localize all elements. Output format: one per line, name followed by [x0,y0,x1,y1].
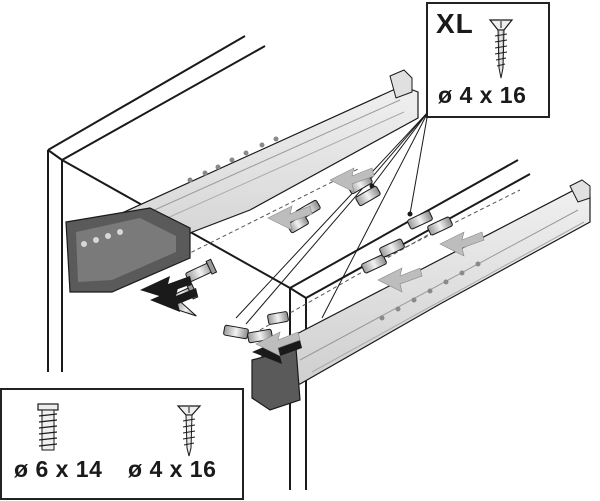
screw-legend-box: ø 6 x 14 ø 4 x 16 [0,388,244,500]
right-drawer-runner [251,179,591,411]
screw-spec-6x14: ø 6 x 14 [14,456,103,482]
arrow-icon [140,276,192,300]
countersunk-wood-screw-icon [176,405,202,457]
motion-arrows [140,167,485,364]
left-front-bracket [65,207,191,293]
arrow-icon [267,205,313,231]
xl-leader-lines [235,111,429,325]
screw-spec-4x16: ø 4 x 16 [128,456,217,482]
arrow-icon [439,231,485,257]
arrow-icon [377,267,423,293]
countersunk-wood-screw-icon [488,19,514,79]
system-screw-icon [37,403,59,451]
arrow-icon [255,331,301,357]
arrow-icon [329,167,375,193]
xl-callout-box: XL ø 4 x 16 [426,2,550,118]
xl-screw-spec: ø 4 x 16 [438,82,527,108]
arrow-icon [150,288,198,312]
xl-title: XL [436,8,474,39]
